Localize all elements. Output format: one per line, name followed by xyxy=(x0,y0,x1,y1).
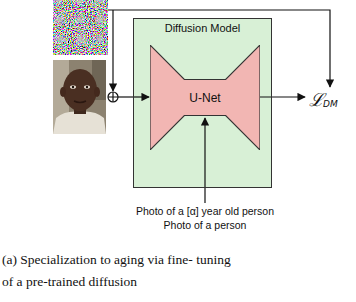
prompt-text: Photo of a [α] year old person xyxy=(136,205,274,217)
arrows xyxy=(108,10,330,203)
unet-hourglass xyxy=(150,45,260,150)
noise-to-loss-arrow xyxy=(108,10,330,87)
sum-symbol xyxy=(108,92,118,102)
box-title: Diffusion Model xyxy=(134,19,271,34)
noise-image xyxy=(53,0,108,55)
model-box: Diffusion ModelU-Net xyxy=(133,18,272,188)
prompt-arrow xyxy=(204,118,205,203)
figure-caption: (a) Specialization to aging via fine- tu… xyxy=(2,249,242,293)
unet-to-loss-arrow xyxy=(260,96,305,97)
noise-to-sum-arrow xyxy=(112,10,113,91)
box-fill xyxy=(133,18,272,188)
prompt-text: Photo of a person xyxy=(164,219,247,231)
loss-subscript: DM xyxy=(323,99,338,109)
unet-label: U-Net xyxy=(189,91,220,105)
loss-symbol: ℒ xyxy=(309,87,324,111)
unet-shape: U-Net xyxy=(150,45,260,150)
child-photo xyxy=(53,60,106,134)
